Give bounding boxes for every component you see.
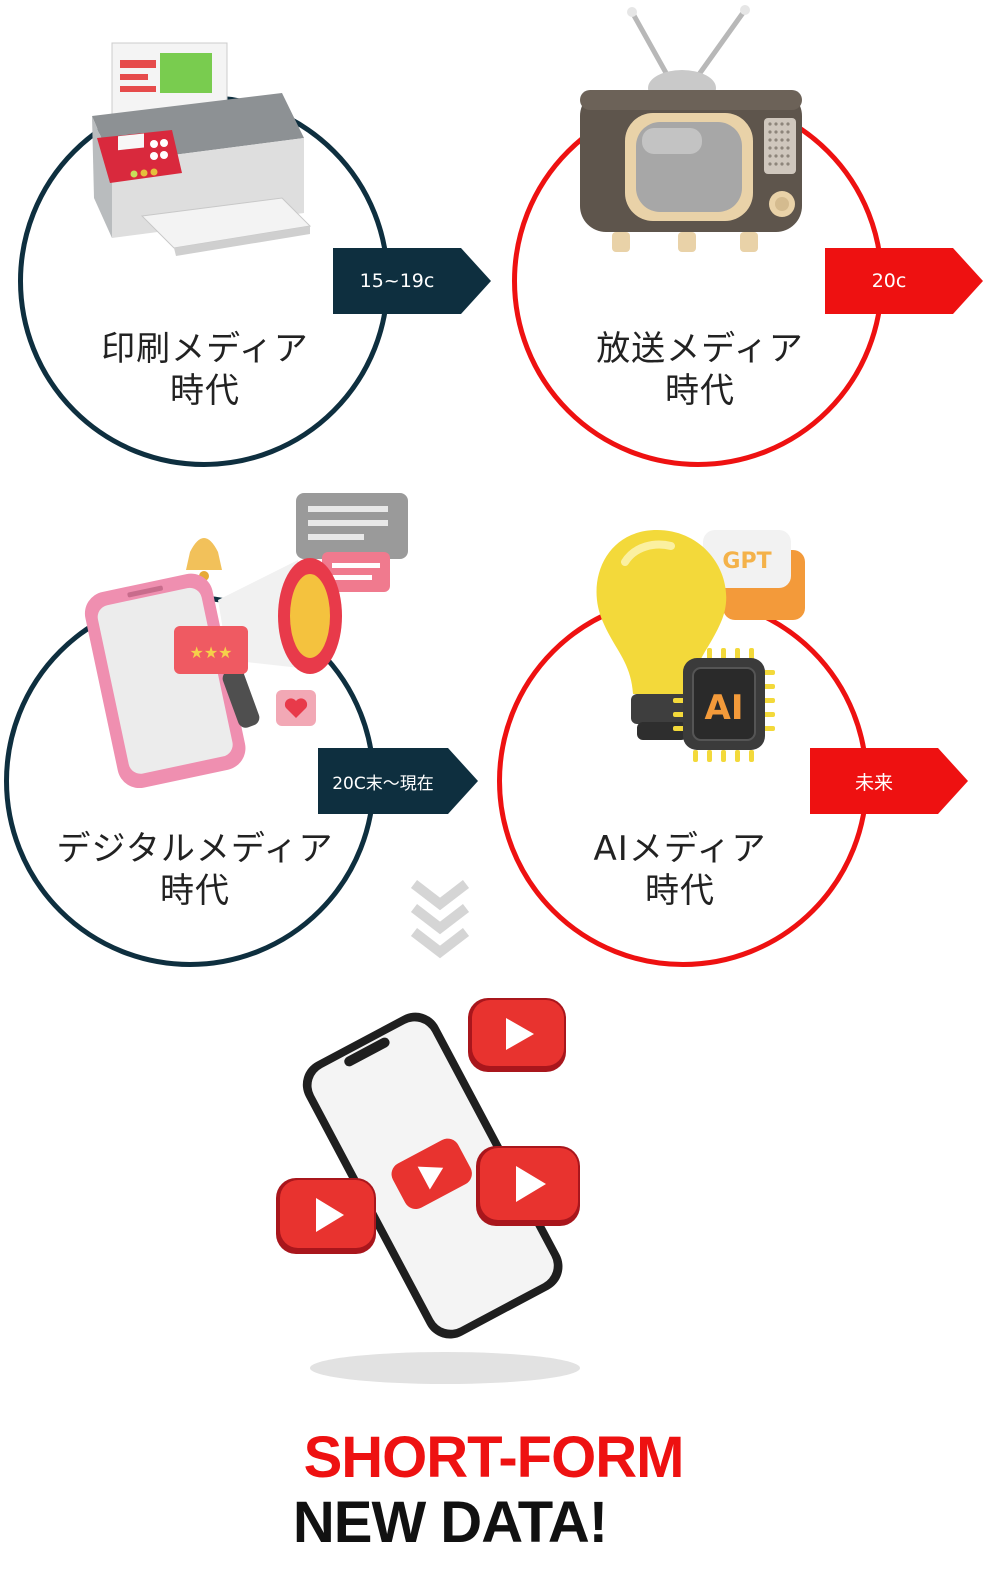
era-tag-ai: 未来 [810, 748, 968, 814]
era-label-digital: デジタルメディア 時代 [30, 828, 360, 912]
gpt-bubble-text: GPT [722, 549, 771, 574]
era-label-broadcast: 放送メディア 時代 [545, 328, 855, 412]
era-tag-text: 20c [871, 270, 907, 292]
era-label-print: 印刷メディア 時代 [50, 328, 360, 412]
lightbulb-ai-icon: GPT AI [596, 530, 805, 762]
printer-icon [92, 42, 312, 256]
era-label-line1: AIメディア [593, 829, 767, 869]
era-label-ai: AIメディア 時代 [525, 828, 835, 912]
era-label-line1: 印刷メディア [101, 329, 309, 369]
era-tag-text: 20C末～現在 [332, 773, 434, 794]
era-tag-text: 15~19c [359, 270, 435, 292]
era-tag-print: 15~19c [333, 248, 491, 314]
era-label-line2: 時代 [645, 871, 715, 911]
smartphone-video-icon [276, 998, 580, 1384]
era-tag-broadcast: 20c [825, 248, 983, 314]
era-label-line1: デジタルメディア [56, 829, 334, 869]
era-label-line1: 放送メディア [596, 329, 804, 369]
era-label-line2: 時代 [665, 371, 735, 411]
era-tag-digital: 20C末～現在 [318, 748, 478, 814]
era-label-line2: 時代 [160, 871, 230, 911]
video-play-icon-left [276, 1178, 376, 1254]
ai-chip-text: AI [705, 688, 744, 728]
era-tag-text: 未来 [854, 771, 893, 794]
headline-new-data: NEW DATA! [292, 1490, 608, 1555]
smartphone-megaphone-icon: ★★★ [84, 493, 408, 789]
headline-short-form: SHORT-FORM [303, 1425, 685, 1490]
television-icon [580, 5, 802, 252]
video-play-icon-top [468, 998, 566, 1072]
era-label-line2: 時代 [170, 371, 240, 411]
video-play-icon-right [476, 1146, 580, 1226]
chevron-down-icon [410, 880, 470, 959]
svg-text:★★★: ★★★ [189, 643, 232, 662]
